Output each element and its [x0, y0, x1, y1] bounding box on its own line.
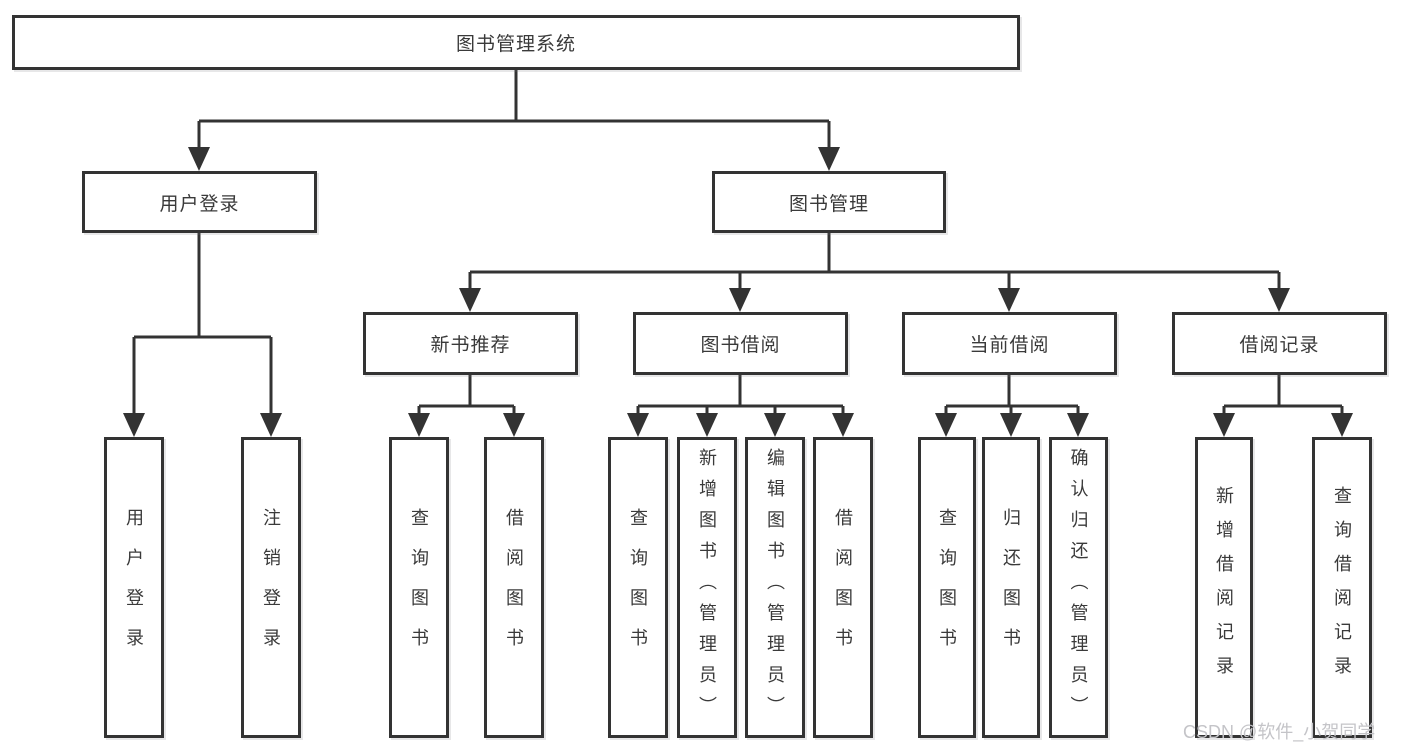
- node-new-book-recommendation: 新书推荐: [363, 312, 578, 375]
- arrowhead-return-book: [1000, 413, 1022, 437]
- leaf-label: 注销登录: [261, 507, 281, 668]
- node-book-borrowing: 图书借阅: [633, 312, 848, 375]
- node-label: 图书借阅: [700, 335, 781, 356]
- leaf-query-borrow-record: 查询借阅记录: [1312, 437, 1372, 738]
- leaf-query-books-borrow: 查询图书: [608, 437, 668, 738]
- connector-root-to-level2: [188, 70, 840, 171]
- connector-new-book-recommendation-children: [408, 375, 525, 437]
- arrowhead-current-borrowing: [998, 288, 1020, 312]
- arrowhead-book-borrowing: [729, 288, 751, 312]
- node-label: 用户登录: [159, 193, 240, 215]
- leaf-add-book-admin: 新增图书（管理员）: [677, 437, 737, 738]
- arrowhead-confirm-return-admin: [1067, 413, 1089, 437]
- arrowhead-leaf-user-login: [123, 413, 145, 437]
- leaf-query-books-newrec: 查询图书: [389, 437, 449, 738]
- arrowhead-user-login: [188, 147, 210, 171]
- node-book-management: 图书管理: [712, 171, 946, 233]
- arrowhead-query-books-1: [408, 413, 430, 437]
- leaf-label: 新增图书（管理员）: [697, 448, 717, 727]
- arrowhead-add-borrow-record: [1213, 413, 1235, 437]
- arrowhead-book-management: [818, 147, 840, 171]
- connector-book-management-children: [459, 233, 1290, 312]
- node-label: 当前借阅: [969, 335, 1050, 356]
- leaf-label: 查询图书: [937, 507, 957, 668]
- arrowhead-leaf-logout: [260, 413, 282, 437]
- leaf-label: 新增借阅记录: [1214, 485, 1234, 690]
- arrowhead-query-books-2: [627, 413, 649, 437]
- node-borrowing-records: 借阅记录: [1172, 312, 1387, 375]
- leaf-label: 归还图书: [1001, 507, 1021, 668]
- arrowhead-borrow-books-2: [832, 413, 854, 437]
- leaf-borrow-books-newrec: 借阅图书: [484, 437, 544, 738]
- arrowhead-edit-book-admin: [764, 413, 786, 437]
- arrowhead-add-book-admin: [696, 413, 718, 437]
- leaf-label: 查询图书: [409, 507, 429, 668]
- leaf-label: 查询图书: [628, 507, 648, 668]
- leaf-label: 借阅图书: [504, 507, 524, 668]
- leaf-return-book: 归还图书: [982, 437, 1040, 738]
- connector-book-borrowing-children: [627, 375, 854, 437]
- connector-current-borrowing-children: [935, 375, 1089, 437]
- arrowhead-new-book-recommendation: [459, 288, 481, 312]
- node-label: 借阅记录: [1239, 335, 1320, 356]
- leaf-query-books-current: 查询图书: [918, 437, 976, 738]
- leaf-logout-login: 注销登录: [241, 437, 301, 738]
- node-current-borrowing: 当前借阅: [902, 312, 1117, 375]
- leaf-edit-book-admin: 编辑图书（管理员）: [745, 437, 805, 738]
- leaf-label: 编辑图书（管理员）: [765, 448, 785, 727]
- node-library-management-system: 图书管理系统: [12, 15, 1020, 70]
- node-label: 图书管理: [788, 193, 869, 215]
- arrowhead-borrow-books-1: [503, 413, 525, 437]
- connector-user-login-children: [123, 233, 282, 437]
- arrowhead-query-books-3: [935, 413, 957, 437]
- node-label: 新书推荐: [430, 335, 511, 356]
- arrowhead-borrowing-records: [1268, 288, 1290, 312]
- watermark: CSDN @软件_小贺同学: [1183, 718, 1375, 744]
- node-label: 图书管理系统: [455, 34, 576, 55]
- leaf-label: 确认归还（管理员）: [1068, 448, 1089, 727]
- leaf-label: 查询借阅记录: [1332, 485, 1352, 690]
- connector-borrowing-records-children: [1213, 375, 1353, 437]
- watermark-text: CSDN @软件_小贺同学: [1183, 722, 1376, 742]
- leaf-add-borrow-record: 新增借阅记录: [1195, 437, 1253, 738]
- leaf-label: 用户登录: [124, 507, 144, 668]
- leaf-user-login: 用户登录: [104, 437, 164, 738]
- arrowhead-query-borrow-record: [1331, 413, 1353, 437]
- node-user-login: 用户登录: [82, 171, 317, 233]
- leaf-label: 借阅图书: [833, 507, 853, 668]
- leaf-borrow-books-borrow: 借阅图书: [813, 437, 873, 738]
- leaf-confirm-return-admin: 确认归还（管理员）: [1049, 437, 1108, 738]
